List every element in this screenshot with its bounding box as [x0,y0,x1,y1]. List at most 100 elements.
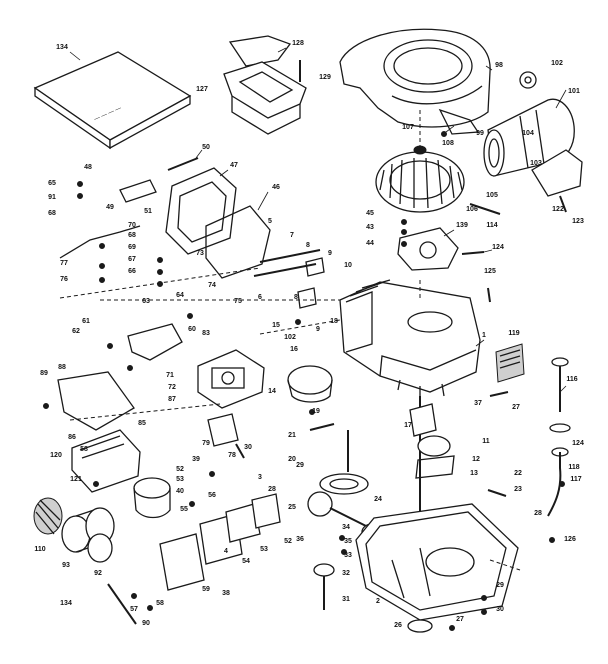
label-11: 11 [482,438,490,445]
label-38: 38 [222,590,230,597]
label-45: 45 [366,210,374,217]
air-filter-element: — — — — [33,51,192,150]
governor-30 [207,413,239,447]
label-14: 14 [268,388,276,395]
label-19: 19 [312,408,320,415]
label-63: 63 [142,298,150,305]
label-61: 61 [82,318,90,325]
dipstick [551,357,569,412]
label-1: 1 [482,332,486,339]
label-124-right: 124 [572,440,584,447]
valve-spring-48 [119,179,157,203]
leader-lines [69,47,567,393]
gasket-53 [225,503,261,543]
camshaft [319,430,369,495]
muffler-can-93 [61,507,115,553]
label-77: 77 [60,260,68,267]
label-53: 53 [176,476,184,483]
label-73: 73 [196,250,204,257]
label-51: 51 [144,208,152,215]
oil-seal [407,619,433,633]
label-62: 62 [72,328,80,335]
oil-sump [355,503,519,621]
label-65: 65 [48,180,56,187]
label-69: 69 [128,244,136,251]
label-59: 59 [202,586,210,593]
flywheel [375,145,465,213]
label-27b: 27 [456,616,464,623]
label-16: 16 [290,346,298,353]
label-98: 98 [495,62,503,69]
label-92: 92 [94,570,102,577]
spark-screen [33,497,63,535]
push-rods [253,249,325,309]
label-5: 5 [268,218,272,225]
label-134-top: 134 [56,44,68,51]
label-53b: 53 [260,546,268,553]
plate-119 [495,343,525,383]
label-74: 74 [208,282,216,289]
label-3: 3 [258,474,262,481]
label-134-bottom: 134 [60,600,72,607]
label-124: 124 [492,244,504,251]
label-89: 89 [40,370,48,377]
label-36: 36 [296,536,304,543]
bolts [235,195,567,497]
label-54: 54 [242,558,250,565]
label-22: 22 [514,470,522,477]
label-71: 71 [166,372,174,379]
label-78: 78 [228,452,236,459]
label-35: 35 [344,538,352,545]
label-9: 9 [328,250,332,257]
label-47: 47 [230,162,238,169]
label-93: 93 [62,562,70,569]
label-122: 122 [552,206,564,213]
label-2: 2 [376,598,380,605]
cap-92 [87,533,113,563]
carburetor [197,349,265,409]
blower-housing [339,28,491,135]
label-79: 79 [202,440,210,447]
label-129: 129 [319,74,331,81]
label-57: 57 [130,606,138,613]
gear-102 [519,71,537,89]
label-104: 104 [522,130,534,137]
label-120: 120 [50,452,62,459]
label-52b: 52 [284,538,292,545]
cylinder-block [339,279,481,398]
label-91: 91 [48,194,56,201]
label-117: 117 [570,476,582,483]
label-75: 75 [234,298,242,305]
label-105: 105 [486,192,498,199]
label-88: 88 [58,364,66,371]
label-116: 116 [566,376,578,383]
label-90: 90 [142,620,150,627]
label-76: 76 [60,276,68,283]
label-44: 44 [366,240,374,247]
label-67: 67 [128,256,136,263]
breather-tube [59,225,141,259]
oil-pump [313,563,335,610]
label-68: 68 [128,232,136,239]
label-56: 56 [208,492,216,499]
label-86: 86 [68,434,76,441]
label-30b: 30 [496,606,504,613]
bolt-50 [167,157,199,171]
label-33: 33 [344,552,352,559]
label-66: 66 [128,268,136,275]
label-37: 37 [474,400,482,407]
label-28: 28 [268,486,276,493]
label-50: 50 [202,144,210,151]
governor-bracket [127,323,183,361]
label-139: 139 [456,222,468,229]
label-28-right: 28 [534,510,542,517]
label-102: 102 [551,60,563,67]
label-27: 27 [512,404,520,411]
deflector-86 [57,371,135,431]
label-18: 18 [330,318,338,325]
label-29: 29 [296,462,304,469]
label-39: 39 [192,456,200,463]
label-8: 8 [306,242,310,249]
